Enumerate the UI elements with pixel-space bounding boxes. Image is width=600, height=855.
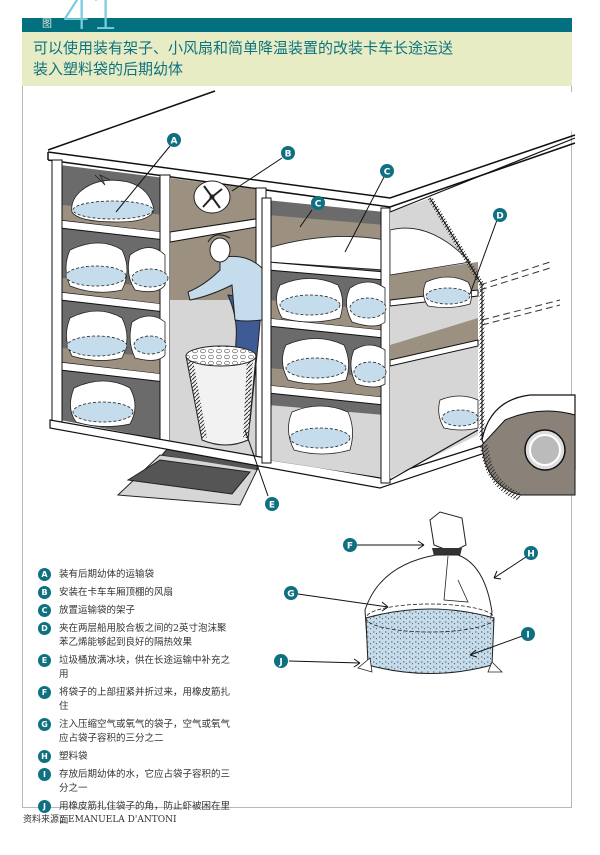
truck-wheel [480,394,576,501]
figure-header-bar [22,18,572,32]
title-band [22,32,572,86]
bag [65,242,169,293]
svg-text:A: A [171,137,178,147]
legend-marker: I [38,768,51,781]
title-line-2: 装入塑料袋的后期幼体 [33,60,184,78]
legend-item-J: J 用橡皮筋扎住袋子的角，防止虾被困在里面 [38,800,263,828]
legend-item-C: C 放置运输袋的架子 [38,604,263,618]
svg-text:F: F [347,542,353,552]
legend-item-F: F 将袋子的上部扭紧并折过来，用橡皮筋扎住 [38,686,263,714]
ice-bin [185,345,257,446]
legend-text: 装有后期幼体的运输袋 [59,569,155,580]
legend-item-E: E 垃圾桶放满冰块，供在长途运输中补充之用 [38,654,263,682]
marker-H: H [524,546,538,560]
legend-marker: C [38,604,51,617]
legend-marker: A [38,568,51,581]
detail-plastic-bag [357,511,503,674]
legend-item-I: I 存放后期幼体的水，它应占袋子容积的三分之一 [38,768,263,796]
legend-item-H: H 塑料袋 [38,750,263,764]
legend-marker: D [38,622,51,635]
marker-B: B [281,146,295,160]
marker-D: D [493,208,507,222]
legend-item-G: G 注入压缩空气或氧气的袋子，空气或氧气应占袋子容积的三分之二 [38,718,263,746]
marker-C-lower: C [311,196,325,210]
svg-text:B: B [285,150,292,160]
bag [66,310,167,361]
transport-bags-right [276,278,387,455]
svg-text:E: E [269,501,275,511]
legend-item-A: A 装有后期幼体的运输袋 [38,568,263,582]
legend-marker: F [38,686,51,699]
legend-marker: J [38,800,51,813]
svg-text:C: C [315,200,322,210]
marker-E: E [265,497,279,511]
leader-lines-bag [288,540,533,668]
legend-text: 塑料袋 [59,751,88,762]
marker-A: A [167,133,181,147]
source-credit: 资料来源：EMANUELA D'ANTONI [23,815,177,825]
figure-title: 可以使用装有架子、小风扇和简单降温装置的改装卡车长途运送 装入塑料袋的后期幼体 [33,38,553,80]
legend: A 装有后期幼体的运输袋 B 安装在卡车车厢顶棚的风扇 C 放置运输袋的架子 D 夹在两… [38,568,263,832]
legend-text: 注入压缩空气或氧气的袋子，空气或氧气应占袋子容积的三分之二 [59,719,231,744]
marker-J: J [274,654,288,668]
svg-text:C: C [384,168,391,178]
svg-text:D: D [496,212,503,222]
legend-item-D: D 夹在两层船用胶合板之间的2英寸泡沫聚苯乙烯能够起到良好的隔热效果 [38,622,263,650]
legend-marker: B [38,586,51,599]
figure-number: 41 [62,0,120,40]
legend-text: 存放后期幼体的水，它应占袋子容积的三分之一 [59,769,231,794]
legend-text: 用橡皮筋扎住袋子的角，防止虾被困在里面 [59,801,231,826]
marker-C-upper: C [380,164,394,178]
legend-item-B: B 安装在卡车车厢顶棚的风扇 [38,586,263,600]
legend-text: 将袋子的上部扭紧并折过来，用橡皮筋扎住 [59,687,231,712]
legend-text: 夹在两层船用胶合板之间的2英寸泡沫聚苯乙烯能够起到良好的隔热效果 [59,623,227,648]
legend-marker: H [38,750,51,763]
svg-text:H: H [527,550,535,560]
leader-lines-truck [115,145,498,497]
svg-text:I: I [526,631,529,641]
legend-text: 安装在卡车车厢顶棚的风扇 [59,587,174,598]
legend-marker: E [38,654,51,667]
svg-text:J: J [278,658,282,668]
marker-G: G [284,586,298,600]
legend-text: 放置运输袋的架子 [59,605,136,616]
marker-I: I [521,627,535,641]
legend-text: 垃圾桶放满冰块，供在长途运输中补充之用 [59,655,231,680]
insulated-front-wall [389,137,576,481]
fan-icon [193,180,231,214]
legend-marker: G [38,718,51,731]
title-line-1: 可以使用装有架子、小风扇和简单降温装置的改装卡车长途运送 [33,39,454,57]
bag [70,380,136,427]
svg-text:G: G [287,590,294,600]
marker-F: F [343,538,357,552]
figure-label: 图 [42,19,52,30]
